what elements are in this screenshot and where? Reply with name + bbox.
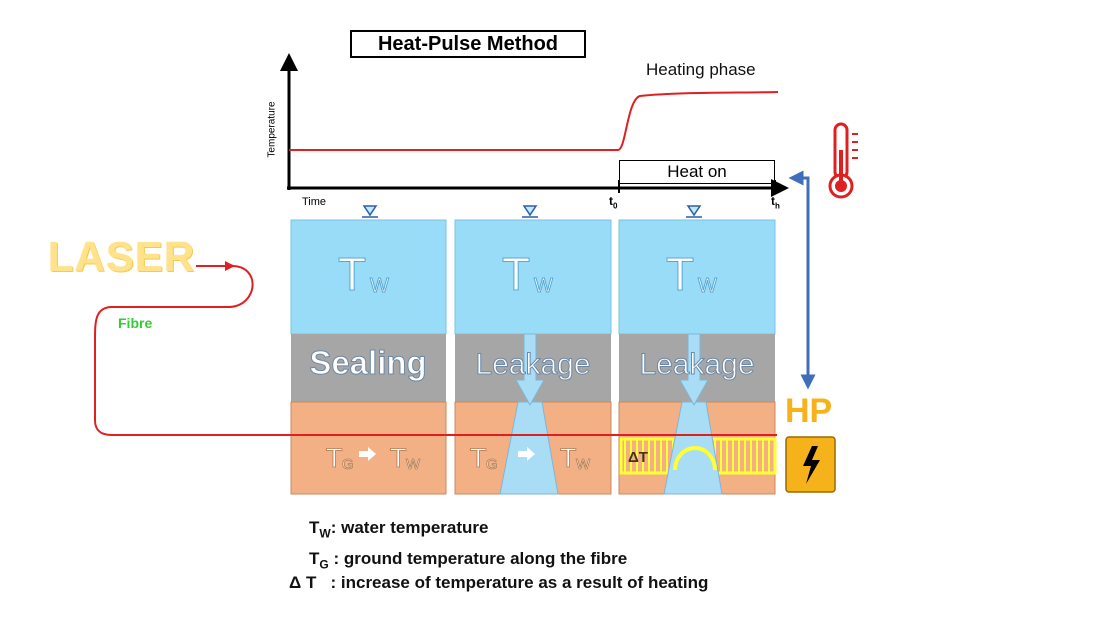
fibre-line [94,265,777,436]
t0-label: t0 [609,194,618,211]
temperature-chart [280,53,789,197]
legend-item-water: TW: water temperature [309,518,489,541]
arrow-right-icon [359,447,376,461]
legend-item-ground: TG : ground temperature along the fibre [309,549,628,572]
hp-connector [788,170,816,390]
ground-temperature-label: T G T W T G T W [326,443,592,474]
x-axis-label: Time [302,196,327,208]
svg-text:G: G [342,456,354,473]
svg-text:W: W [576,456,591,473]
page-title: Heat-Pulse Method [350,30,586,58]
th-label: th [771,194,780,211]
thermometer-icon [828,122,858,199]
laser-label: LASER [48,233,196,280]
svg-text:T: T [502,248,530,300]
heat-on-label: Heat on [619,160,775,184]
heating-phase-label: Heating phase [646,60,756,79]
svg-text:T: T [666,248,694,300]
leakage-label: Leakage [639,348,754,381]
svg-text:T: T [338,248,366,300]
arrow-right-icon [518,447,535,461]
svg-text:W: W [370,275,389,297]
svg-text:W: W [698,275,717,297]
delta-t-label: ΔT [628,449,648,466]
lightning-icon [785,436,836,493]
fibre-label: Fibre [118,315,153,331]
panel-leakage-2 [618,219,777,495]
svg-text:G: G [486,456,498,473]
sealing-label: Sealing [309,344,426,381]
svg-text:T: T [326,443,343,473]
water-level-icon [362,205,702,218]
legend-item-delta: Δ T : increase of temperature as a resul… [289,573,709,592]
svg-text:W: W [534,275,553,297]
water-temperature-label: T W T W T W [338,248,718,301]
hp-label: HP [785,392,833,430]
panel-leakage-1 [454,219,612,495]
leakage-label: Leakage [475,348,590,381]
svg-text:T: T [390,443,407,473]
panel-sealing [290,219,447,495]
svg-text:T: T [470,443,487,473]
temperature-curve [289,91,779,151]
y-axis-label: Temperature [266,101,278,158]
svg-text:T: T [560,443,577,473]
svg-text:W: W [406,456,421,473]
